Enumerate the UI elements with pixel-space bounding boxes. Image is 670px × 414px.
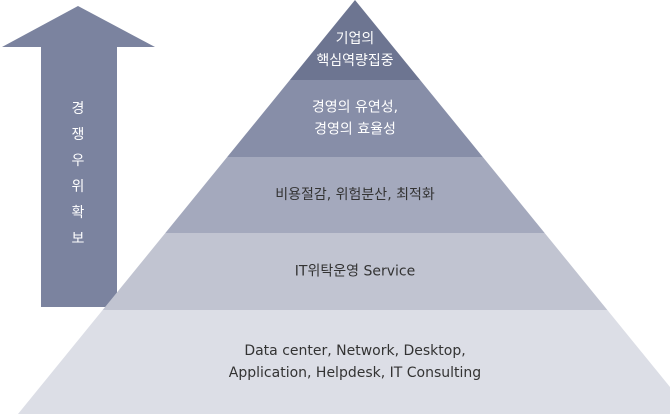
pyramid-tier-3-label: 비용절감, 위험분산, 최적화 bbox=[275, 187, 435, 203]
pyramid-tier-1 bbox=[289, 0, 421, 80]
pyramid-tier-5 bbox=[18, 310, 670, 414]
pyramid-tier-2 bbox=[227, 80, 483, 157]
pyramid-tier-5-label: Application, Helpdesk, IT Consulting bbox=[229, 365, 481, 381]
arrow-shaft bbox=[41, 47, 117, 307]
pyramid-tier-4 bbox=[102, 233, 608, 310]
arrow-label-char: 우 bbox=[72, 153, 85, 169]
pyramid-tier-1-label: 핵심역량집중 bbox=[316, 53, 393, 69]
pyramid-tier-2-label: 경영의 효율성 bbox=[314, 122, 396, 138]
pyramid-tier-1-label: 기업의 bbox=[336, 31, 375, 47]
arrow-label-char: 확 bbox=[72, 205, 85, 221]
pyramid-tier-5-label: Data center, Network, Desktop, bbox=[244, 343, 465, 359]
arrow-label-char: 경 bbox=[72, 101, 85, 117]
arrow-label-char: 위 bbox=[72, 179, 85, 195]
arrow-label-char: 쟁 bbox=[72, 127, 85, 143]
pyramid-tier-4-label: IT위탁운영 Service bbox=[295, 264, 415, 280]
arrow-head bbox=[2, 6, 155, 47]
pyramid-tier-3 bbox=[165, 157, 545, 233]
arrow-label-char: 보 bbox=[72, 231, 85, 247]
pyramid-tier-2-label: 경영의 유연성, bbox=[312, 100, 398, 116]
